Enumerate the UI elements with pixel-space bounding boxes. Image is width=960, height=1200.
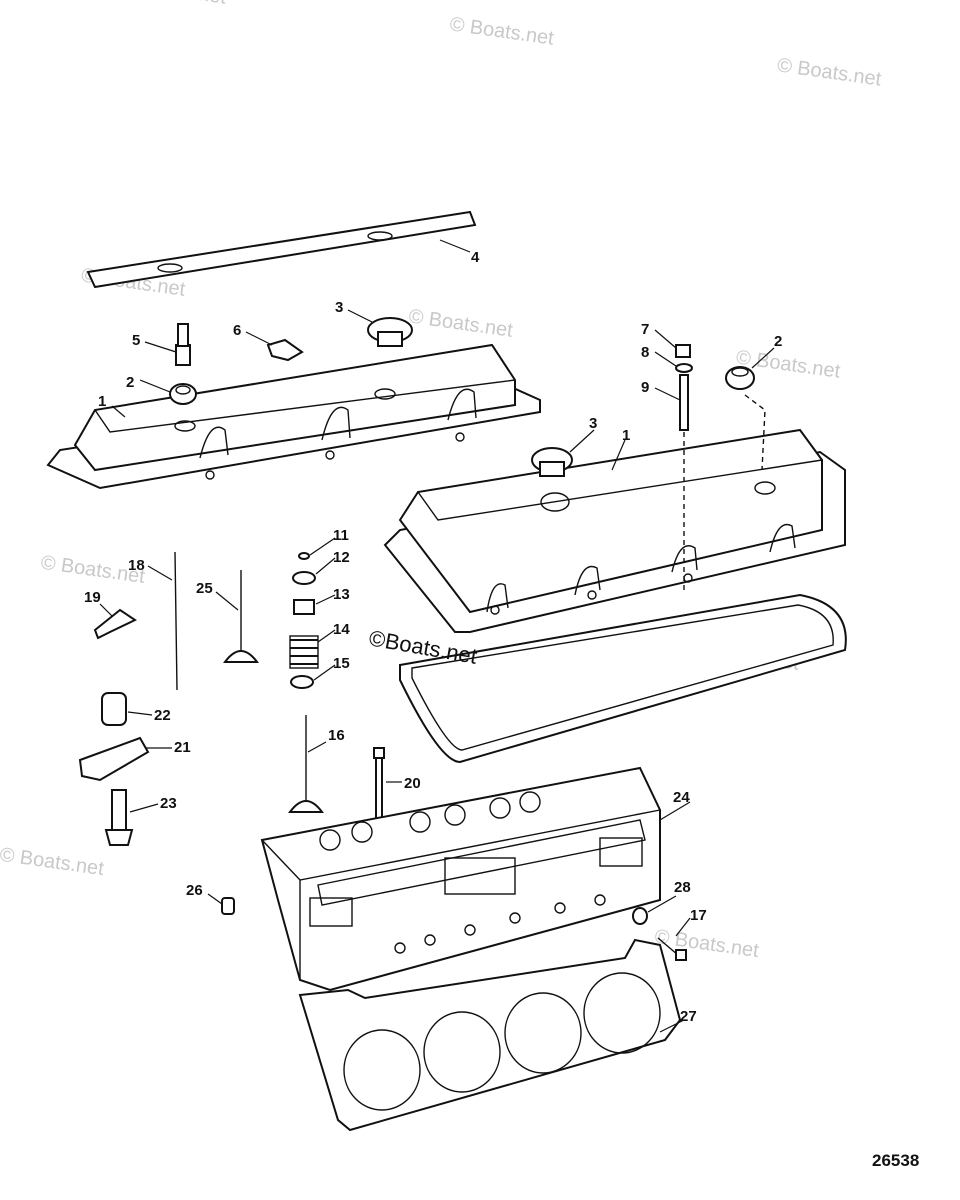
left-valve-cover — [46, 343, 541, 490]
callout-label: 17 — [690, 907, 707, 924]
rocker-arm — [78, 736, 150, 782]
callout-label: 12 — [333, 549, 350, 566]
watermark-text: © Boats.net — [121, 0, 228, 9]
callout-label: 27 — [680, 1008, 697, 1025]
rocker-stud — [104, 789, 134, 846]
callout-label: 3 — [335, 299, 343, 316]
grommet — [169, 383, 197, 405]
callout-label: 5 — [132, 332, 140, 349]
intake-valve — [223, 570, 259, 663]
callout-label: 7 — [641, 321, 649, 338]
pcv-valve — [175, 323, 191, 366]
assembly-line — [744, 394, 766, 471]
head-gasket — [298, 938, 682, 1132]
plug — [632, 907, 648, 925]
callout-label: 21 — [174, 739, 191, 756]
oil-filler-cap — [367, 317, 413, 347]
callout-label: 23 — [160, 795, 177, 812]
clip — [266, 338, 304, 362]
callout-labels: 1 1 2 2 3 3 4 5 6 7 8 9 11 12 13 14 15 1… — [84, 249, 782, 1025]
exhaust-valve — [288, 715, 324, 813]
callout-label: 6 — [233, 322, 241, 339]
callout-label: 8 — [641, 344, 649, 361]
callout-label: 11 — [333, 527, 349, 544]
stud-bolt — [675, 344, 693, 431]
callout-label: 20 — [404, 775, 421, 792]
callout-label: 26 — [186, 882, 203, 899]
callout-label: 1 — [98, 393, 106, 410]
callout-label: 15 — [333, 655, 350, 672]
watermark-text: © Boats.net — [448, 13, 555, 49]
callout-label: 24 — [673, 789, 690, 806]
callout-label: 1 — [622, 427, 630, 444]
callout-label: 28 — [674, 879, 691, 896]
leader-lines — [99, 239, 775, 1033]
valve-spring-stack — [289, 552, 319, 689]
callout-label: 4 — [471, 249, 480, 266]
callout-label: 14 — [333, 621, 350, 638]
pushrod — [174, 551, 178, 691]
watermark-text: © Boats.net — [776, 54, 883, 90]
callout-label: 22 — [154, 707, 171, 724]
callout-label: 13 — [333, 586, 350, 603]
cylinder-head — [260, 766, 661, 992]
valve-cover-gasket — [399, 593, 847, 764]
callout-label: 2 — [126, 374, 134, 391]
oil-filler-cap — [531, 447, 573, 477]
callout-label: 16 — [328, 727, 345, 744]
callout-label: 19 — [84, 589, 101, 606]
callout-label: 3 — [589, 415, 597, 432]
callout-label: 2 — [774, 333, 782, 350]
guide-plate — [93, 608, 138, 640]
watermark-text: © Boats.net — [653, 926, 760, 962]
right-valve-cover — [383, 428, 846, 633]
baffle-strip — [86, 210, 477, 289]
bolt — [657, 937, 687, 961]
callout-label: 9 — [641, 379, 649, 396]
callout-label: 25 — [196, 580, 213, 597]
grommet — [725, 366, 755, 390]
callout-label: 18 — [128, 557, 145, 574]
plug — [221, 897, 235, 915]
lifter — [101, 692, 127, 726]
watermark-text: © Boats.net — [407, 305, 514, 341]
watermark-text: © Boats.net — [0, 844, 106, 880]
figure-number: 26538 — [872, 1151, 919, 1170]
